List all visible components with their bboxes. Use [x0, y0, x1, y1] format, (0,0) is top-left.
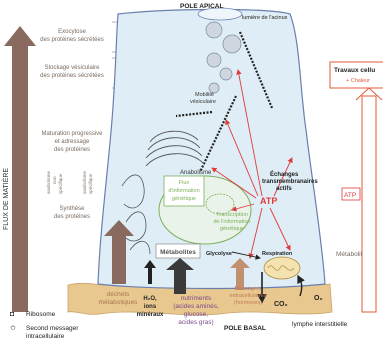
ribosome-icon: ◘: [10, 311, 14, 318]
mitochondrion: [264, 257, 300, 279]
mobilite-label-1: Mobilité: [195, 92, 214, 98]
right-metabolites-label: Métabolit: [336, 251, 363, 258]
stage-exocytose-1: Exocytose: [58, 29, 86, 35]
lymphe-label: lymphe interstitielle: [292, 321, 348, 328]
respiration-label: Respiration: [262, 251, 293, 257]
cell-body: [98, 10, 325, 289]
right-atp-label: ATP: [344, 192, 356, 199]
anabolisme-specifique-2: spécifique: [88, 173, 93, 194]
second-messager-2: intracellulaire: [26, 333, 65, 340]
stage-stockage-1: Stockage vésiculaire: [44, 65, 100, 71]
stage-maturation-3: des protéines: [54, 147, 90, 153]
glycolyse-label: Glycolyse: [206, 251, 232, 257]
pole-basal-label: POLE BASAL: [224, 325, 266, 332]
flux-info-3: génétique: [172, 196, 196, 202]
h2o-2: ions: [144, 304, 157, 310]
anabolisme-specifique-1: anabolisme: [82, 170, 87, 194]
flux-info-1: Flux: [179, 180, 190, 186]
anabolisme-label: Anabolisme: [180, 170, 212, 176]
transcription-3: génétique: [220, 226, 244, 232]
second-messager-icon: ✩: [10, 324, 16, 332]
co2-label: CO₂: [274, 301, 288, 308]
anabolisme-non-specifique-3: spécifique: [58, 173, 63, 194]
flux-label: FLUX DE MATIÈRE: [1, 168, 10, 230]
stage-exocytose-2: des protéines sécrétées: [40, 37, 104, 43]
messagers-1: Messagers: [235, 286, 262, 292]
ribosome-label: Ribosome: [26, 311, 56, 318]
messagers-2: extracellulaires: [230, 293, 267, 299]
transcription-2: de l'information: [213, 219, 250, 225]
transcription-1: Transcription: [216, 212, 248, 218]
dechets-2: métaboliques: [99, 299, 138, 306]
messagers-3: (hormones): [234, 300, 262, 306]
anabolisme-non-specifique-1: anabolisme: [46, 170, 51, 194]
h2o-1: H₂O,: [143, 296, 157, 302]
pole-apical-label: POLE APICAL: [180, 3, 223, 10]
echanges-1: Échanges: [270, 170, 299, 178]
metabolites-label: Métabolites: [160, 249, 196, 256]
stage-synthese-2: des protéines: [54, 214, 90, 220]
echanges-2: transmembranaires: [262, 179, 318, 185]
travaux-label: Travaux cellu: [334, 67, 375, 74]
h2o-3: minéraux: [137, 312, 164, 318]
mobilite-label-2: vésiculaire: [190, 99, 216, 105]
second-messager-1: Second messager: [26, 325, 79, 332]
stage-maturation-1: Maturation progressive: [41, 131, 103, 137]
nutriments-4: acides gras): [178, 319, 213, 326]
right-panel-box: [330, 62, 383, 88]
stage-maturation-2: et adressage: [55, 139, 90, 145]
nutriments-2: (acides aminés,: [173, 303, 219, 310]
chaleur-label: + Chaleur: [346, 78, 370, 84]
atp-label: ATP: [260, 196, 277, 206]
nutriments-3: glucose,: [184, 311, 208, 318]
nutriments-1: nutriments: [181, 295, 212, 302]
echanges-3: actifs: [276, 186, 292, 192]
stage-synthese-1: Synthèse: [59, 206, 85, 212]
dechets-1: déchets: [107, 291, 131, 298]
lumiere-label: lumière de l'acinus: [242, 15, 288, 21]
stage-stockage-2: des protéines sécrétées: [40, 73, 104, 79]
anabolisme-non-specifique-2: non: [52, 176, 57, 184]
flux-info-2: d'information: [168, 188, 199, 194]
o2-label: O₂: [314, 295, 323, 302]
